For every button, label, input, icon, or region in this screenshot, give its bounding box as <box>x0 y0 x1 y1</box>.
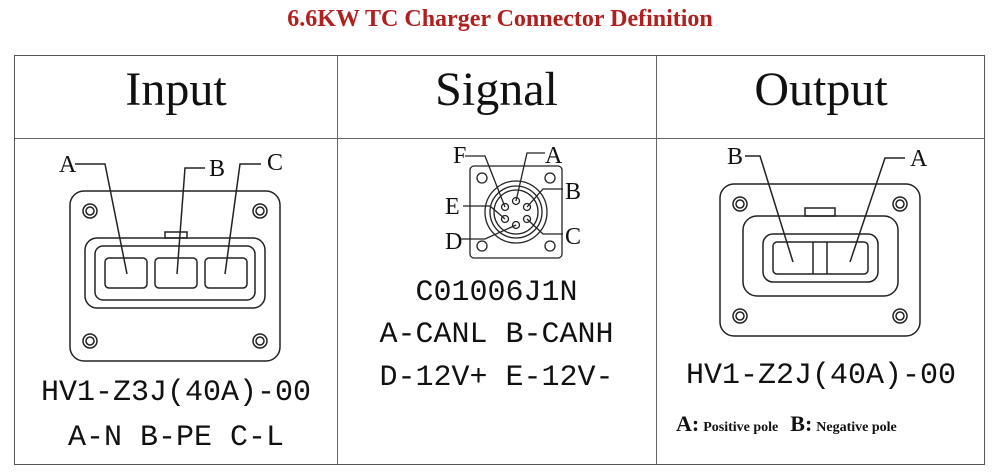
positive-key: A: <box>676 411 700 436</box>
pin-label-e: E <box>445 194 460 220</box>
pin-label-a: A <box>545 143 563 169</box>
pin-label-d: D <box>445 229 462 255</box>
pole-legend: A: Positive pole B: Negative pole <box>676 411 897 437</box>
negative-text: Negative pole <box>816 420 897 435</box>
output-part-number: HV1-Z2J(40A)-00 <box>685 359 957 393</box>
signal-connector-drawing: F A B E D C <box>445 143 581 259</box>
input-connector-drawing: A B C <box>59 150 283 362</box>
input-part-number: HV1-Z3J(40A)-00 <box>40 376 312 410</box>
page-title: 6.6KW TC Charger Connector Definition <box>287 6 713 32</box>
input-heading: Input <box>125 63 227 116</box>
connector-table: Input Signal Output A B C HV1-Z3J(40A)-0… <box>14 55 985 465</box>
column-divider <box>656 56 657 464</box>
header-divider <box>15 138 984 139</box>
output-heading: Output <box>754 63 888 116</box>
pin-label-f: F <box>453 143 466 169</box>
signal-part-number: C01006J1N <box>415 276 578 310</box>
pin-label-b: B <box>565 179 581 205</box>
pin-label-c: C <box>565 224 581 250</box>
pin-label-a: A <box>59 152 77 178</box>
pin-label-a: A <box>910 146 928 172</box>
column-divider <box>337 56 338 464</box>
input-pin-definition: A-N B-PE C-L <box>67 421 285 455</box>
positive-text: Positive pole <box>703 420 779 435</box>
pin-label-b: B <box>209 156 225 182</box>
pin-label-c: C <box>267 150 283 176</box>
negative-key: B: <box>790 411 813 436</box>
pin-label-b: B <box>727 144 743 170</box>
signal-pin-definition-2: D-12V+ E-12V- <box>379 361 614 395</box>
signal-pin-definition-1: A-CANL B-CANH <box>379 318 614 352</box>
output-connector-drawing: B A <box>719 144 928 337</box>
signal-heading: Signal <box>435 63 558 116</box>
